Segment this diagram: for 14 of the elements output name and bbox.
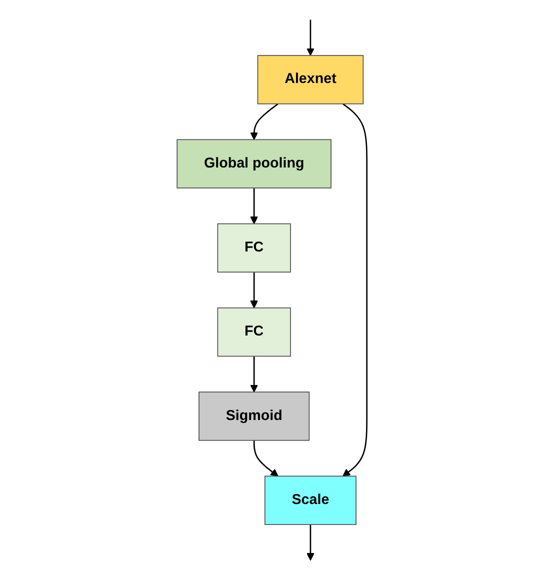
arrow [306, 20, 314, 56]
node-box: Sigmoid [198, 392, 310, 441]
node-box: Global pooling [176, 139, 332, 188]
arrow [342, 103, 368, 477]
arrow [250, 103, 278, 140]
arrow [250, 272, 258, 308]
arrow [250, 188, 258, 224]
node-box: Scale [264, 476, 356, 525]
node-box: Alexnet [257, 55, 364, 104]
arrow [253, 440, 278, 477]
node-box: FC [217, 307, 291, 357]
arrow [306, 524, 314, 561]
arrow [250, 356, 258, 392]
node-box: FC [217, 223, 291, 273]
